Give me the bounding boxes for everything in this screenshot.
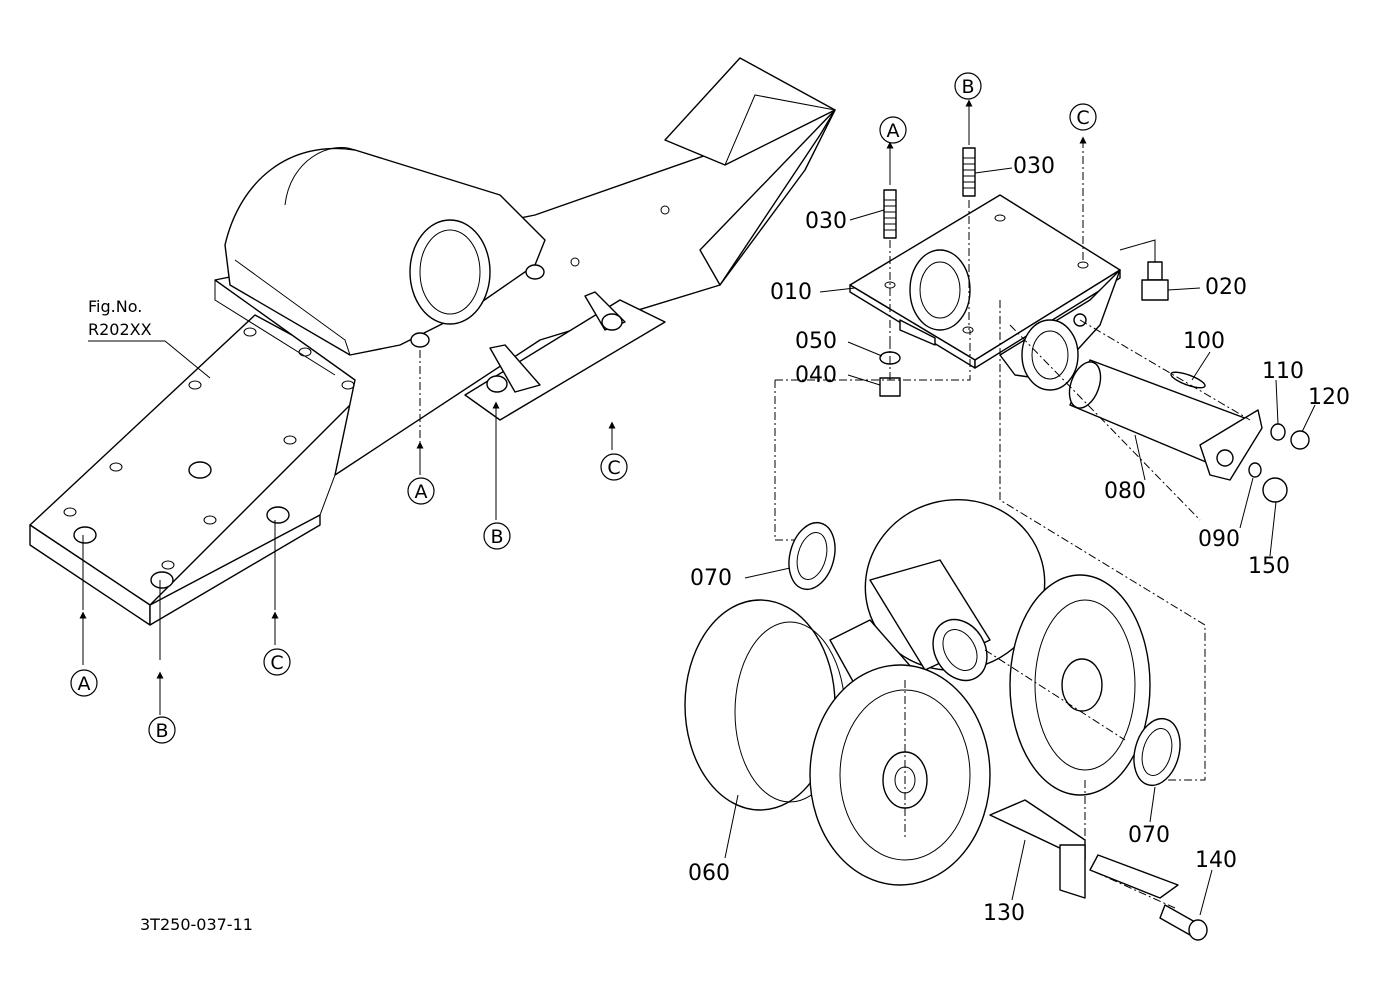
label-140: 140 [1195, 848, 1237, 873]
marker-c-frame-1: C [600, 453, 628, 481]
label-010: 010 [770, 280, 812, 305]
marker-b-bracket: B [954, 72, 982, 100]
figure-reference: Fig.No. R202XX [88, 297, 211, 379]
fig-no-label: Fig.No. [88, 297, 142, 316]
label-150: 150 [1248, 554, 1290, 579]
marker-a-bracket: A [879, 116, 907, 144]
label-020: 020 [1205, 275, 1247, 300]
label-090: 090 [1198, 527, 1240, 552]
label-130: 130 [983, 901, 1025, 926]
label-100: 100 [1183, 329, 1225, 354]
right-marker-arrows [886, 99, 1087, 260]
fig-ref-label: R202XX [88, 320, 152, 339]
marker-a-frame-2: A [70, 669, 98, 697]
svg-text:C: C [270, 652, 283, 674]
svg-text:B: B [155, 720, 168, 742]
label-120: 120 [1308, 385, 1350, 410]
bolt-020 [1119, 239, 1169, 301]
label-110: 110 [1262, 359, 1304, 384]
marker-a-frame-1: A [407, 477, 435, 505]
nut-040-washer-050 [879, 340, 901, 397]
label-030-left: 030 [805, 209, 847, 234]
leader-lines [724, 167, 1316, 916]
svg-text:A: A [78, 673, 91, 695]
marker-b-frame-1: B [483, 522, 511, 550]
svg-text:A: A [415, 481, 428, 503]
label-060: 060 [688, 861, 730, 886]
marker-c-frame-2: C [263, 648, 291, 676]
label-050: 050 [795, 329, 837, 354]
track-frame [29, 57, 836, 660]
stud-bolts [883, 147, 976, 355]
drawing-code: 3T250-037-11 [140, 915, 253, 934]
svg-text:B: B [490, 526, 503, 548]
bracket-130 [989, 780, 1179, 909]
svg-text:A: A [887, 120, 900, 142]
roller-wheels [684, 498, 1151, 886]
label-070-right: 070 [1128, 823, 1170, 848]
marker-c-bracket: C [1069, 103, 1097, 131]
seal-washers-070 [788, 521, 1181, 787]
alignment-lines [774, 300, 1206, 781]
label-080: 080 [1104, 479, 1146, 504]
shaft-080 [1068, 319, 1263, 481]
label-070-left: 070 [690, 566, 732, 591]
small-hardware [1248, 423, 1310, 503]
label-040: 040 [795, 363, 837, 388]
svg-text:C: C [607, 457, 620, 479]
svg-text:C: C [1076, 107, 1089, 129]
bolt-140 [1159, 904, 1208, 941]
marker-b-frame-2: B [148, 716, 176, 744]
bracket-plate [849, 194, 1121, 391]
left-marker-arrows [79, 401, 616, 715]
label-030-right: 030 [1013, 154, 1055, 179]
svg-text:B: B [961, 76, 974, 98]
